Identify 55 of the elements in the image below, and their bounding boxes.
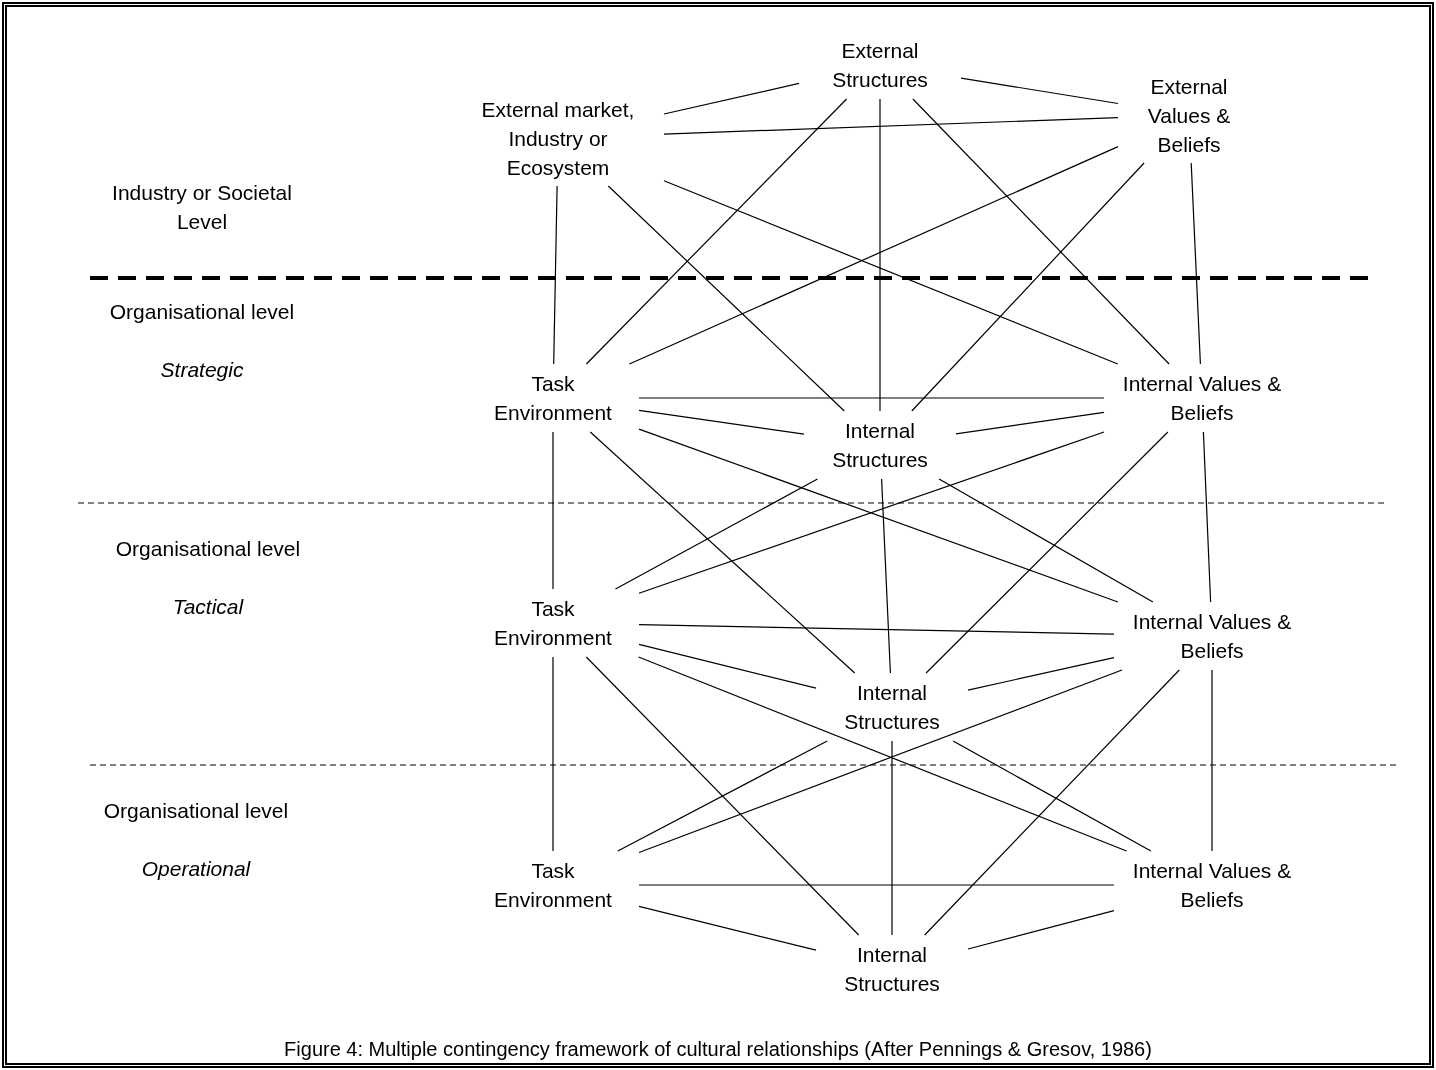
- node-text: Internal Values & Beliefs: [1131, 858, 1293, 913]
- figure-caption: Figure 4: Multiple contingency framework of cultural relationships (After Pennings & Gresov, 1986): [284, 1038, 1152, 1060]
- level-sublabel: Tactical: [171, 594, 245, 620]
- connector-line: [952, 740, 1152, 852]
- connector-line: [663, 117, 1119, 135]
- connector-line: [881, 478, 891, 674]
- node-text: Task Environment: [493, 858, 613, 913]
- connector-line: [552, 656, 554, 852]
- connector-line: [589, 431, 856, 674]
- node-text: Internal Values & Beliefs: [1121, 371, 1283, 426]
- node-text: Internal Values & Beliefs: [1131, 609, 1293, 664]
- connector-line: [638, 643, 817, 689]
- node-text: External market, Industry or Ecosystem: [480, 96, 636, 181]
- connector-line: [967, 910, 1115, 950]
- level-label: Organisational level: [108, 299, 296, 325]
- node-text: Task Environment: [493, 371, 613, 426]
- connector-line: [925, 431, 1169, 674]
- connector-line: [638, 905, 817, 951]
- connector-line: [638, 884, 1115, 886]
- connector-line: [552, 431, 554, 590]
- connector-line: [967, 657, 1115, 691]
- node-text: External Structures: [831, 38, 929, 93]
- connector-line: [911, 162, 1145, 412]
- connector-line: [879, 98, 881, 412]
- connector-line: [912, 98, 1170, 365]
- node-text: Internal Structures: [831, 418, 929, 473]
- connector-line: [638, 624, 1115, 635]
- connector-line: [938, 478, 1154, 603]
- level-sublabel: Operational: [140, 856, 252, 882]
- connector-line: [1202, 431, 1212, 603]
- node-text: Task Environment: [493, 596, 613, 651]
- connector-line: [663, 180, 1119, 365]
- connector-line: [960, 77, 1119, 105]
- connector-line: [628, 146, 1119, 365]
- node-text: Internal Structures: [843, 942, 941, 997]
- level-label: Organisational level: [114, 536, 302, 562]
- connector-line: [924, 669, 1180, 936]
- connector-line: [638, 397, 1105, 399]
- connector-line: [585, 98, 848, 365]
- connector-line: [614, 478, 819, 590]
- connector-line: [891, 740, 893, 936]
- connector-line: [617, 740, 828, 852]
- connector-line: [1190, 162, 1201, 365]
- connector-line: [607, 185, 845, 412]
- node-text: External Values & Beliefs: [1146, 73, 1232, 158]
- connector-line: [1211, 669, 1213, 852]
- connector-line: [663, 82, 800, 115]
- level-label: Organisational level: [102, 798, 290, 824]
- level-label: Industry or Societal Level: [111, 180, 293, 235]
- connector-line: [638, 409, 805, 435]
- connector-line: [955, 411, 1105, 435]
- connector-line: [585, 656, 860, 936]
- node-text: Internal Structures: [843, 680, 941, 735]
- level-sublabel: Strategic: [159, 357, 245, 383]
- connector-line: [553, 185, 558, 365]
